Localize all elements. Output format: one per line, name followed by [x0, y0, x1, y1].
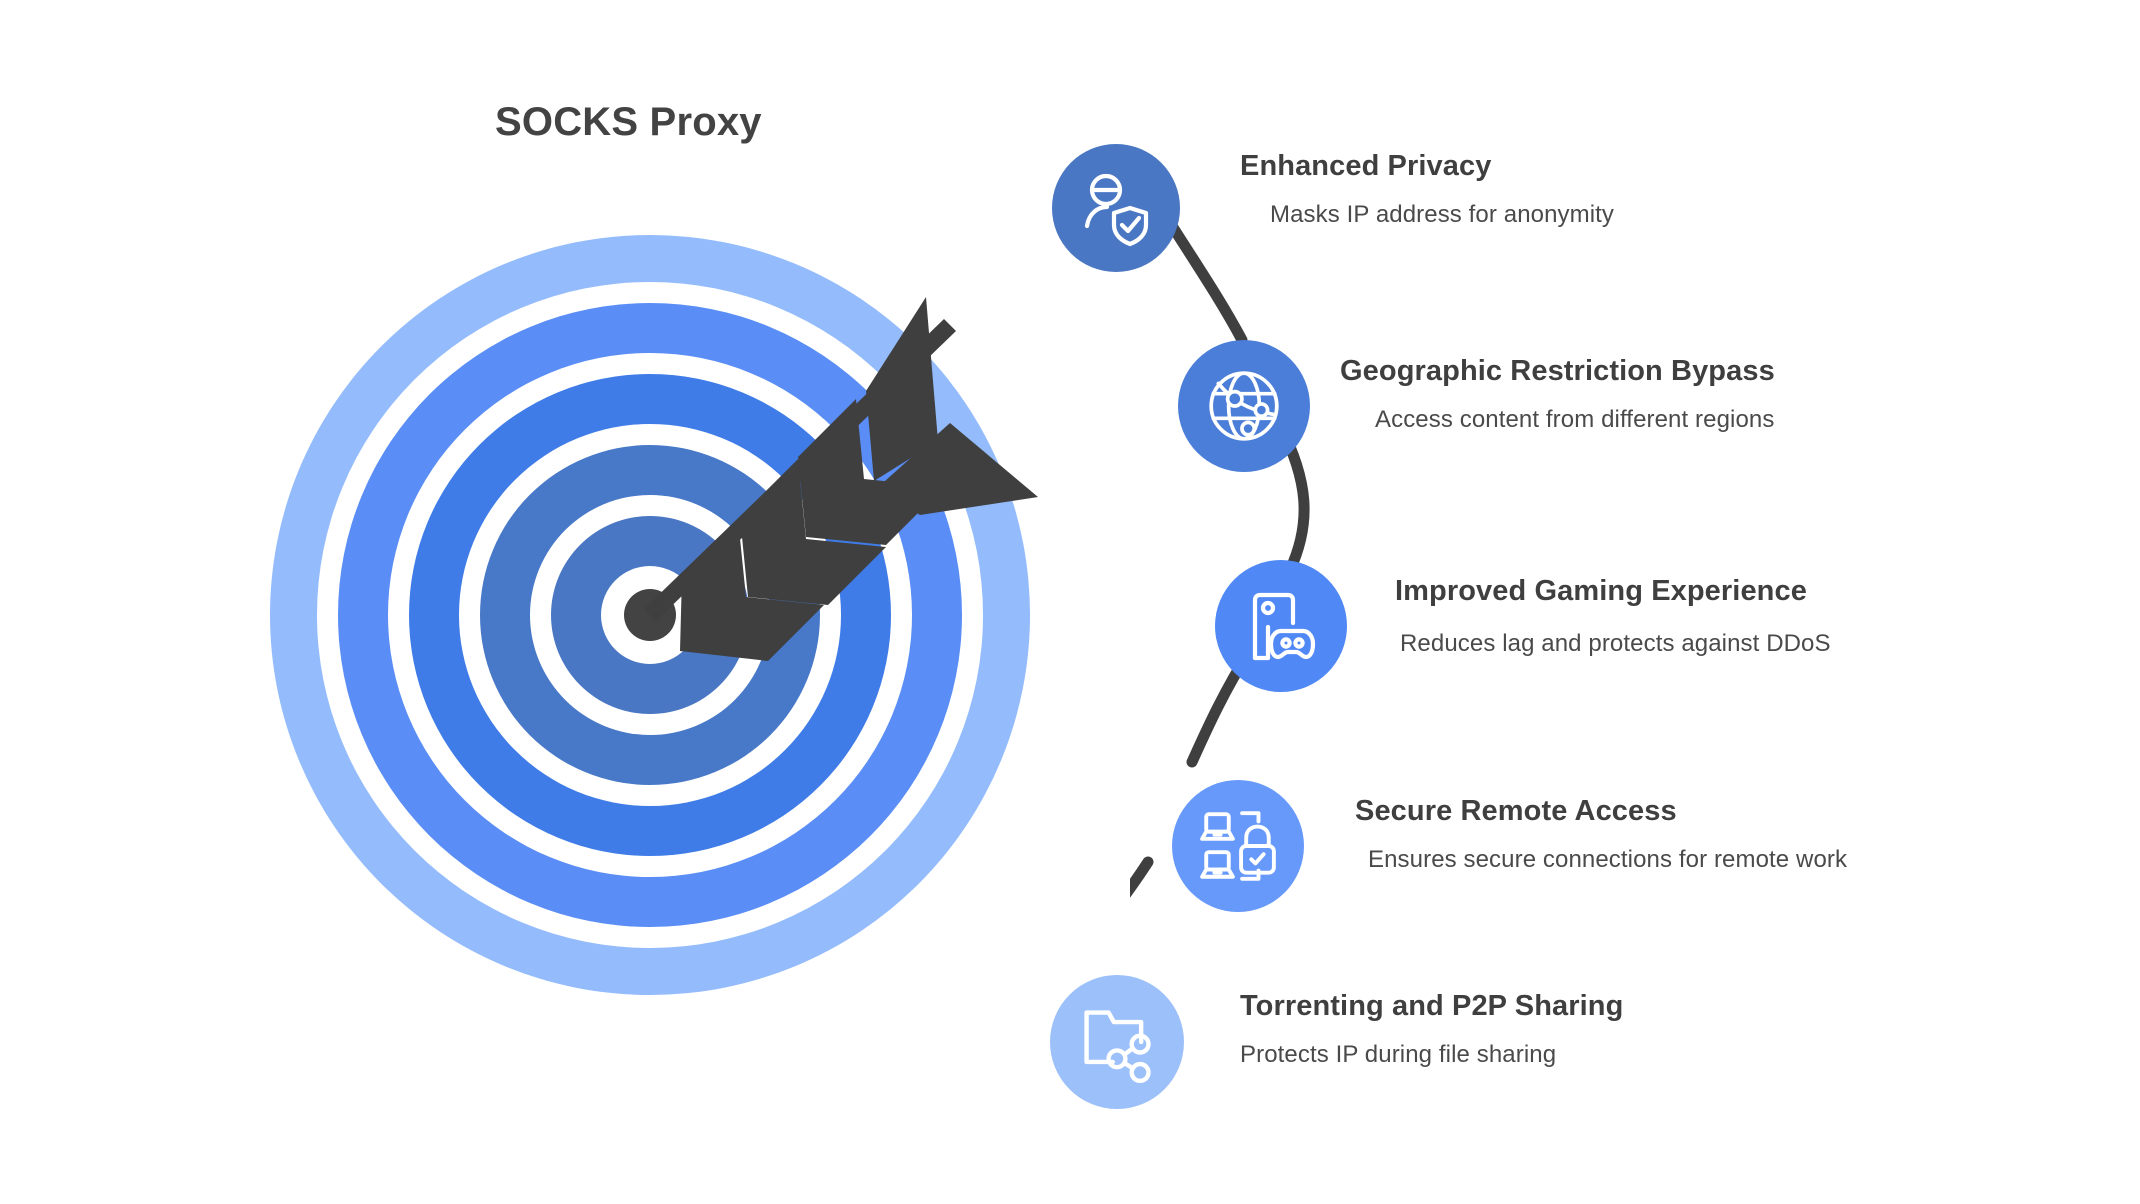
target-bullseye: [624, 589, 676, 641]
benefit-desc-5: Protects IP during file sharing: [1240, 1041, 1557, 1068]
benefit-desc-2: Access content from different regions: [1375, 406, 1775, 433]
benefit-title-5: Torrenting and P2P Sharing: [1240, 990, 1624, 1022]
benefit-icon-circle-4: [1172, 780, 1304, 912]
page-title: SOCKS Proxy: [495, 100, 762, 144]
benefit-icon-circle-1: [1052, 144, 1180, 272]
benefit-text-4: Secure Remote Access Ensures secure conn…: [1355, 795, 1847, 874]
benefit-text-1: Enhanced Privacy Masks IP address for an…: [1240, 150, 1614, 229]
benefit-desc-3: Reduces lag and protects against DDoS: [1400, 630, 1831, 657]
folder-share-icon: [1084, 1010, 1151, 1084]
user-shield-check-icon: [1084, 173, 1149, 247]
benefit-icon-circle-5: [1050, 975, 1184, 1109]
benefit-text-5: Torrenting and P2P Sharing Protects IP d…: [1240, 990, 1623, 1069]
benefit-icon-circle-3: [1215, 560, 1347, 692]
laptops-lock-icon: [1200, 811, 1276, 881]
game-console-controller-icon: [1252, 592, 1316, 661]
globe-network-icon: [1209, 371, 1279, 441]
benefit-text-2: Geographic Restriction Bypass Access con…: [1340, 355, 1775, 434]
benefit-title-3: Improved Gaming Experience: [1395, 575, 1807, 607]
benefit-text-3: Improved Gaming Experience Reduces lag a…: [1395, 575, 1831, 658]
benefit-title-4: Secure Remote Access: [1355, 795, 1677, 827]
benefit-desc-1: Masks IP address for anonymity: [1270, 201, 1615, 228]
bullseye-target: [270, 235, 1030, 995]
benefit-title-2: Geographic Restriction Bypass: [1340, 355, 1775, 387]
benefit-desc-4: Ensures secure connections for remote wo…: [1368, 846, 1848, 873]
benefit-title-1: Enhanced Privacy: [1240, 150, 1492, 182]
benefit-icon-circle-2: [1178, 340, 1310, 472]
